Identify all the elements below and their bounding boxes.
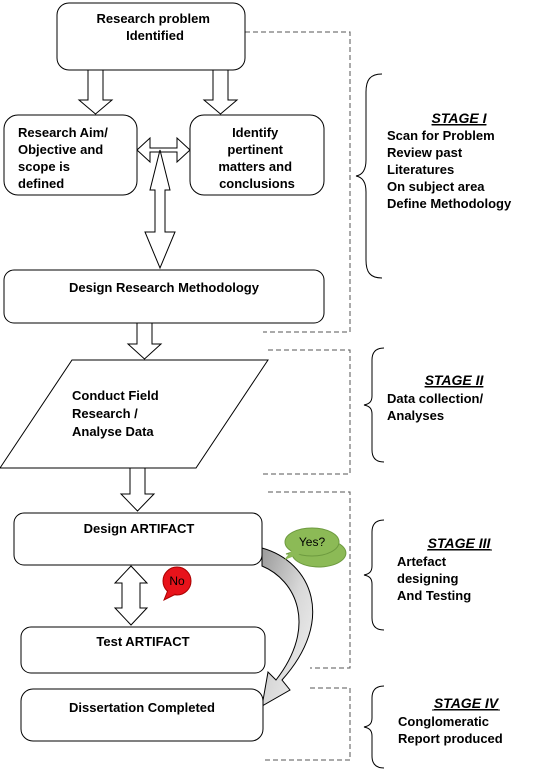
down-arrow-to-methodology xyxy=(144,149,176,270)
yes-bubble-body xyxy=(284,527,340,557)
box-research-aim-text: Research Aim/ Objective and scope is def… xyxy=(18,125,111,191)
stage-1-dashed-connector xyxy=(245,31,351,333)
box-test-artifact xyxy=(20,626,266,674)
double-arrow-aim-pertinent xyxy=(136,136,191,164)
box-test-artifact-text: Test ARTIFACT xyxy=(96,634,189,649)
yes-bubble: Yes? xyxy=(284,527,347,568)
stage-2-dashed-connector xyxy=(263,349,351,475)
down-arrow-problem-to-pertinent xyxy=(202,69,239,115)
no-bubble-text: No xyxy=(169,574,185,588)
stage-4-text: Conglomeratic Report produced xyxy=(398,714,503,746)
box-conduct-field-research xyxy=(0,359,269,469)
box-design-methodology xyxy=(3,269,325,324)
stage-3-dashed-connector xyxy=(268,491,351,669)
down-arrow-methodology-to-field xyxy=(126,322,163,360)
box-identify-pertinent-text: Identify pertinent matters and conclusio… xyxy=(218,125,295,191)
stage-2-text: Data collection/ Analyses xyxy=(387,391,487,423)
box-dissertation-completed xyxy=(20,688,264,742)
stage-4-title: STAGE IV xyxy=(434,695,500,711)
stage-1-title: STAGE I xyxy=(432,110,488,126)
dashed-connectors xyxy=(245,31,351,761)
stage-1-brace xyxy=(355,73,383,279)
stage-3-brace xyxy=(363,519,385,631)
stage-2-title: STAGE II xyxy=(425,372,485,388)
stage-braces xyxy=(355,73,385,769)
double-arrow-design-test xyxy=(113,565,149,626)
box-research-problem-text: Research problem Identified xyxy=(96,11,213,43)
box-design-artifact-text: Design ARTIFACT xyxy=(84,521,195,536)
box-design-artifact xyxy=(13,512,263,566)
no-bubble: No xyxy=(162,566,192,602)
stage-4-brace xyxy=(363,685,385,769)
yes-bubble-tail xyxy=(284,550,300,560)
box-research-aim xyxy=(3,114,138,196)
box-design-methodology-text: Design Research Methodology xyxy=(69,280,260,295)
curved-arrow-design-to-dissertation xyxy=(261,547,314,707)
box-dissertation-completed-text: Dissertation Completed xyxy=(69,700,215,715)
stage-3-text: Artefact designing And Testing xyxy=(397,554,471,603)
block-arrows xyxy=(77,69,239,626)
box-research-problem xyxy=(56,2,246,71)
down-arrow-problem-to-aim xyxy=(77,69,114,115)
process-boxes xyxy=(0,2,325,742)
box-conduct-field-research-text: Conduct Field Research / Analyse Data xyxy=(72,388,162,439)
stage-2-brace xyxy=(363,347,385,463)
yes-bubble-text: Yes? xyxy=(299,535,326,549)
down-arrow-field-to-design xyxy=(119,467,156,512)
stage-3-title: STAGE III xyxy=(428,535,492,551)
stage-4-dashed-connector xyxy=(263,687,351,761)
box-identify-pertinent xyxy=(189,114,325,196)
stage-1-text: Scan for Problem Review past Literatures… xyxy=(387,128,512,211)
stage-title-underlines xyxy=(425,124,500,711)
